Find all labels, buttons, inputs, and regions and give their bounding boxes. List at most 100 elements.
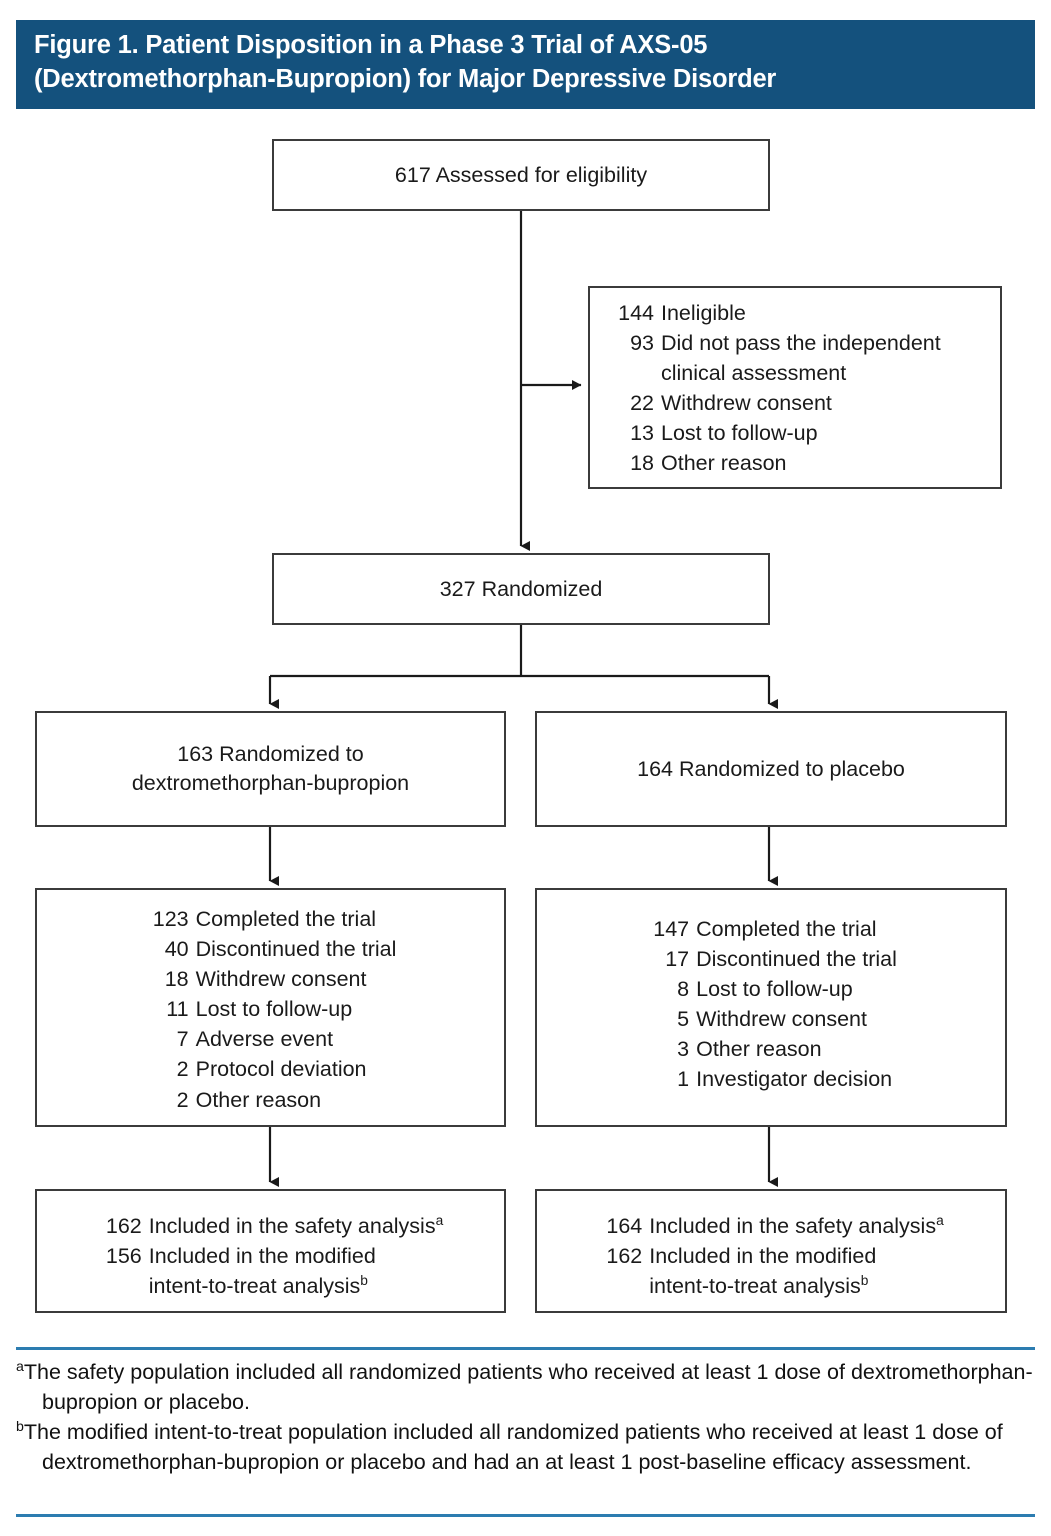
list-item: 17 Discontinued the trial bbox=[645, 944, 897, 974]
item-count: 144 bbox=[618, 301, 654, 325]
list-item: 156 Included in the modified intent-to-t… bbox=[98, 1241, 444, 1301]
node-arm-left-text: 163 Randomized to dextromethorphan-bupro… bbox=[131, 742, 410, 795]
node-assessed-text: 617 Assessed for eligibility bbox=[394, 162, 648, 187]
footnote-a-text: The safety population included all rando… bbox=[23, 1360, 1033, 1414]
footnotes: aThe safety population included all rand… bbox=[16, 1358, 1035, 1479]
footnote-marker-b: b bbox=[16, 1419, 24, 1436]
node-disposition-dextromethorphan-bupropion: 123 Completed the trial 40 Discontinued … bbox=[35, 888, 506, 1127]
item-label: Lost to follow-up bbox=[661, 421, 818, 446]
item-count: 156 bbox=[105, 1244, 142, 1269]
node-disposition-placebo: 147 Completed the trial 17 Discontinued … bbox=[535, 888, 1007, 1127]
footnote-rule-bottom bbox=[16, 1514, 1035, 1517]
item-count: 123 bbox=[152, 907, 189, 931]
item-count: 3 bbox=[677, 1037, 690, 1062]
item-count: 162 bbox=[105, 1214, 142, 1238]
disposition-left-list: 123 Completed the trial 40 Discontinued … bbox=[145, 904, 397, 1115]
item-label: Included in the safety analysisa bbox=[642, 1211, 944, 1241]
item-label: Withdrew consent bbox=[696, 1007, 867, 1032]
item-label: Lost to follow-up bbox=[195, 997, 353, 1022]
list-item: 164 Included in the safety analysisa bbox=[598, 1211, 944, 1241]
list-item: 7 Adverse event bbox=[145, 1024, 397, 1054]
item-label: Ineligible bbox=[661, 301, 746, 325]
analysis-left-list: 162 Included in the safety analysisa 156… bbox=[98, 1211, 444, 1301]
list-item: 162 Included in the safety analysisa bbox=[98, 1211, 444, 1241]
item-count: 8 bbox=[677, 977, 690, 1002]
item-count: 147 bbox=[653, 917, 690, 941]
item-label: Adverse event bbox=[195, 1027, 334, 1052]
item-count: 17 bbox=[665, 947, 690, 972]
item-count: 22 bbox=[630, 391, 654, 416]
ineligible-reason-list: 144 Ineligible 93 Did not pass the indep… bbox=[610, 298, 1000, 479]
item-label: Did not pass the independent clinical as… bbox=[661, 331, 941, 386]
footnote-b-text: The modified intent-to-treat population … bbox=[23, 1420, 1003, 1474]
item-label-text: Included in the safety analysis bbox=[148, 1214, 436, 1238]
list-item: 18 Withdrew consent bbox=[145, 964, 397, 994]
footnote-b: bThe modified intent-to-treat population… bbox=[16, 1418, 1035, 1477]
item-label-text: Included in the modified intent-to-treat… bbox=[649, 1244, 877, 1299]
footnote-marker-a: a bbox=[435, 1212, 444, 1228]
node-randomized: 327 Randomized bbox=[272, 553, 770, 625]
node-analysis-dextromethorphan-bupropion: 162 Included in the safety analysisa 156… bbox=[35, 1189, 506, 1313]
list-item: 8 Lost to follow-up bbox=[645, 974, 897, 1004]
item-label-text: Included in the safety analysis bbox=[649, 1214, 937, 1238]
item-count: 2 bbox=[176, 1057, 189, 1082]
list-item: 2 Other reason bbox=[145, 1085, 397, 1115]
footnote-marker-b: b bbox=[860, 1273, 869, 1289]
item-label: Other reason bbox=[696, 1037, 822, 1062]
item-label: Discontinued the trial bbox=[696, 947, 897, 972]
item-label: Protocol deviation bbox=[195, 1057, 367, 1082]
footnote-rule-top bbox=[16, 1347, 1035, 1350]
node-analysis-placebo: 164 Included in the safety analysisa 162… bbox=[535, 1189, 1007, 1313]
list-item: 11 Lost to follow-up bbox=[145, 994, 397, 1024]
footnote-marker-a: a bbox=[936, 1212, 944, 1228]
item-count: 13 bbox=[630, 421, 654, 446]
item-label-text: Included in the modified intent-to-treat… bbox=[148, 1244, 376, 1299]
page-title: Figure 1. Patient Disposition in a Phase… bbox=[34, 31, 777, 93]
figure-title-bar: Figure 1. Patient Disposition in a Phase… bbox=[16, 20, 1035, 109]
list-item: 123 Completed the trial bbox=[145, 904, 397, 934]
item-count: 1 bbox=[677, 1067, 690, 1092]
node-arm-dextromethorphan-bupropion: 163 Randomized to dextromethorphan-bupro… bbox=[35, 711, 506, 827]
node-arm-right-text: 164 Randomized to placebo bbox=[637, 756, 905, 781]
list-item: 162 Included in the modified intent-to-t… bbox=[598, 1241, 944, 1301]
item-count: 93 bbox=[630, 331, 654, 356]
item-count: 162 bbox=[606, 1244, 643, 1269]
item-count: 18 bbox=[164, 967, 189, 992]
footnote-a: aThe safety population included all rand… bbox=[16, 1358, 1035, 1417]
item-count: 164 bbox=[606, 1214, 643, 1238]
list-item: 3 Other reason bbox=[645, 1034, 897, 1064]
node-arm-placebo: 164 Randomized to placebo bbox=[535, 711, 1007, 827]
item-label: Other reason bbox=[195, 1087, 322, 1112]
item-count: 18 bbox=[630, 451, 654, 476]
list-item: 2 Protocol deviation bbox=[145, 1054, 397, 1084]
list-item: 144 Ineligible bbox=[610, 298, 1000, 328]
item-label: Discontinued the trial bbox=[195, 937, 397, 962]
node-ineligible: 144 Ineligible 93 Did not pass the indep… bbox=[588, 286, 1002, 489]
item-label: Withdrew consent bbox=[195, 967, 367, 992]
item-count: 11 bbox=[166, 997, 189, 1022]
item-count: 5 bbox=[677, 1007, 690, 1032]
item-label: Investigator decision bbox=[696, 1067, 893, 1092]
list-item: 147 Completed the trial bbox=[645, 914, 897, 944]
item-label: Included in the safety analysisa bbox=[142, 1211, 444, 1241]
item-label: Withdrew consent bbox=[661, 391, 832, 416]
list-item: 18 Other reason bbox=[610, 448, 1000, 478]
item-count: 7 bbox=[176, 1027, 189, 1052]
footnote-marker-a: a bbox=[16, 1358, 24, 1375]
item-label: Other reason bbox=[661, 451, 787, 476]
item-label: Included in the modified intent-to-treat… bbox=[642, 1241, 876, 1301]
analysis-right-list: 164 Included in the safety analysisa 162… bbox=[598, 1211, 944, 1301]
node-randomized-text: 327 Randomized bbox=[439, 576, 603, 601]
list-item: 5 Withdrew consent bbox=[645, 1004, 897, 1034]
item-label: Completed the trial bbox=[696, 917, 877, 941]
item-count: 2 bbox=[176, 1087, 189, 1112]
node-assessed-for-eligibility: 617 Assessed for eligibility bbox=[272, 139, 770, 211]
item-label: Completed the trial bbox=[195, 907, 377, 931]
list-item: 40 Discontinued the trial bbox=[145, 934, 397, 964]
disposition-right-list: 147 Completed the trial 17 Discontinued … bbox=[645, 914, 897, 1095]
item-label: Included in the modified intent-to-treat… bbox=[142, 1241, 376, 1301]
list-item: 1 Investigator decision bbox=[645, 1064, 897, 1094]
item-label: Lost to follow-up bbox=[696, 977, 853, 1002]
